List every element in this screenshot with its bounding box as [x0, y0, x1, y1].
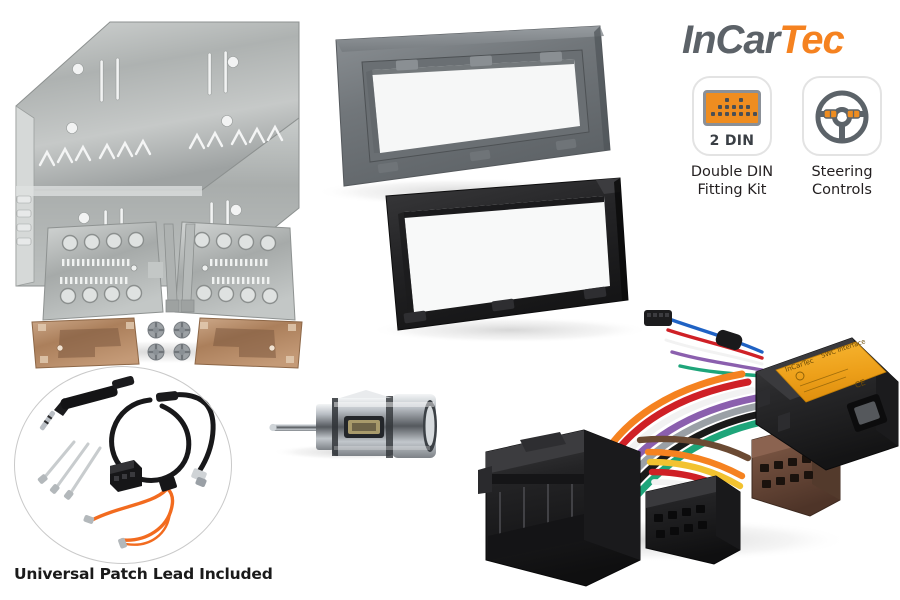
iso-power-connector: [645, 475, 741, 565]
din-equalizer-dots: [711, 98, 757, 120]
radio-removal-keys: [163, 223, 196, 313]
grey-double-din-fascia-panel: [315, 25, 611, 206]
din-screen: [703, 90, 761, 126]
badge-steering-controls: Steering Controls: [796, 76, 888, 199]
quadlock-connector: [478, 429, 641, 587]
badge-label-line1: Double DIN: [690, 164, 774, 180]
din-antenna-adapter: [269, 390, 437, 460]
brand-logo-part2: Tec: [779, 18, 844, 62]
badge-label-line2: Fitting Kit: [697, 181, 767, 198]
mounting-screws: [147, 321, 191, 361]
patch-lead-circle-outline: [14, 366, 232, 564]
badge-double-din-fitting-kit: 2 DIN Double DIN Fitting Kit: [686, 76, 778, 199]
badge-label-steering: Steering Controls: [796, 164, 888, 199]
feature-badges: 2 DIN Double DIN Fitting Kit: [686, 76, 888, 199]
din-icon-text: 2 DIN: [709, 133, 755, 149]
black-fascia-trim-frame: [370, 177, 650, 343]
brand-logo-part1: InCar: [682, 18, 780, 62]
copper-mounting-brackets: [31, 317, 303, 369]
badge-label-line2: Controls: [812, 181, 872, 198]
badge-label-double-din: Double DIN Fitting Kit: [686, 164, 778, 199]
steering-wheel-glyph: [813, 89, 871, 145]
badge-label-line1: Steering: [811, 164, 873, 180]
double-din-radio-icon: 2 DIN: [692, 76, 772, 156]
wiring-harness: InCarTec SWC Interface CE: [470, 310, 899, 587]
svg-text:CE: CE: [854, 378, 867, 390]
steering-wheel-icon: [802, 76, 882, 156]
patch-lead-caption: Universal Patch Lead Included: [14, 565, 273, 583]
brand-logo: InCarTec: [682, 18, 845, 63]
